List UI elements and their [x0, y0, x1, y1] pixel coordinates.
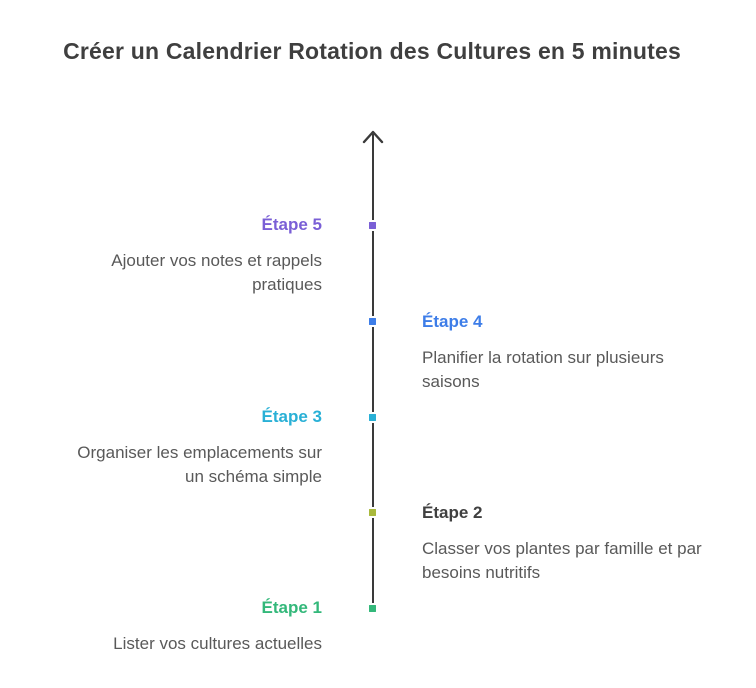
step-description: Lister vos cultures actuelles — [113, 634, 322, 653]
step-description: Planifier la rotation sur plusieurs sais… — [422, 348, 664, 391]
step-label: Étape 3 — [261, 407, 322, 426]
step-2-marker-dot — [367, 507, 378, 518]
step-5-marker-dot — [367, 220, 378, 231]
step-block-etape-1: Étape 1 Lister vos cultures actuelles — [62, 597, 322, 656]
step-1-marker-dot — [367, 603, 378, 614]
step-description: Ajouter vos notes et rappels pratiques — [111, 251, 322, 294]
step-label: Étape 4 — [422, 312, 483, 331]
step-description: Organiser les emplacements sur un schéma… — [77, 443, 322, 486]
step-label: Étape 2 — [422, 503, 483, 522]
step-block-etape-5: Étape 5 Ajouter vos notes et rappels pra… — [62, 214, 322, 297]
step-block-etape-2: Étape 2 Classer vos plantes par famille … — [422, 502, 702, 585]
step-block-etape-3: Étape 3 Organiser les emplacements sur u… — [62, 406, 322, 489]
timeline-axis — [372, 134, 374, 608]
step-label: Étape 5 — [261, 215, 322, 234]
step-3-marker-dot — [367, 412, 378, 423]
page-title: Créer un Calendrier Rotation des Culture… — [63, 38, 681, 64]
step-label: Étape 1 — [261, 598, 322, 617]
step-block-etape-4: Étape 4 Planifier la rotation sur plusie… — [422, 311, 702, 394]
step-4-marker-dot — [367, 316, 378, 327]
step-description: Classer vos plantes par famille et par b… — [422, 539, 702, 582]
arrow-up-icon — [362, 130, 384, 144]
